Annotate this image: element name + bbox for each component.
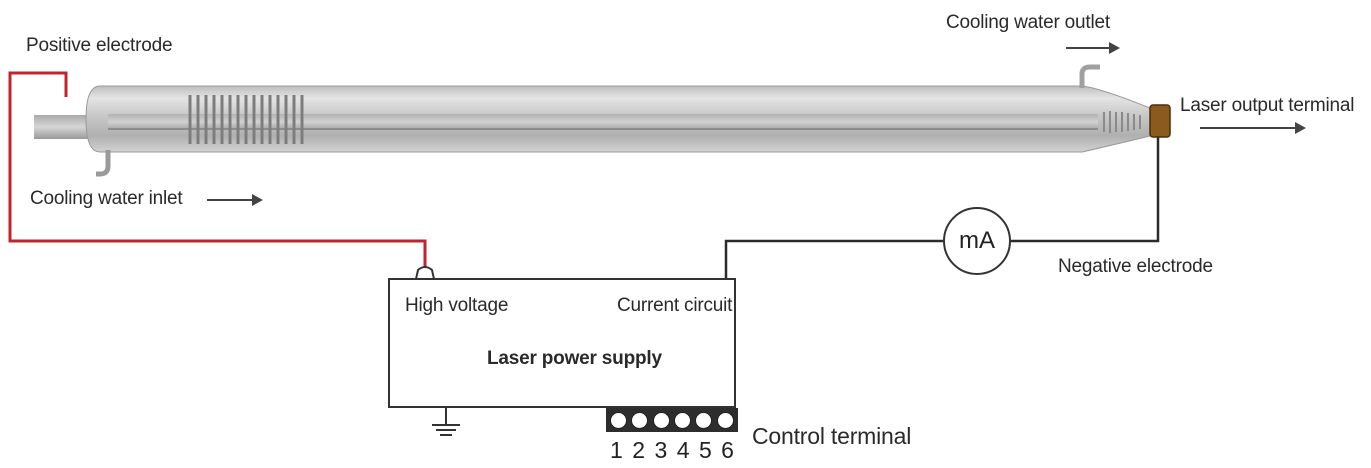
inlet-arrow-icon xyxy=(207,194,263,206)
high-voltage-connector xyxy=(414,266,436,280)
current-circuit-label: Current circuit xyxy=(617,295,733,316)
terminal-number: 3 xyxy=(654,437,668,463)
control-terminal-label: Control terminal xyxy=(752,423,912,449)
high-voltage-label: High voltage xyxy=(405,295,509,316)
outlet-arrow-icon xyxy=(1066,42,1120,54)
laser-output-terminal-label: Laser output terminal xyxy=(1180,95,1355,116)
current-circuit-wire xyxy=(724,239,943,279)
negative-electrode-wire xyxy=(1011,137,1160,243)
positive-electrode-label: Positive electrode xyxy=(26,35,173,56)
discharge-bore xyxy=(108,114,1098,130)
terminal-number: 4 xyxy=(676,437,690,463)
terminal-number: 6 xyxy=(721,437,734,463)
terminal-number: 5 xyxy=(698,437,712,463)
laser-output-arrow-icon xyxy=(1200,122,1306,134)
cooling-water-outlet-label: Cooling water outlet xyxy=(946,12,1110,33)
output-end-coil xyxy=(1103,111,1141,133)
control-terminal-block xyxy=(606,408,738,432)
high-voltage-wire xyxy=(8,71,427,270)
control-terminal-numbers: 1 2 3 4 5 6 xyxy=(610,437,734,464)
terminal-number: 1 xyxy=(610,437,623,463)
laser-power-supply-label: Laser power supply xyxy=(487,348,662,369)
control-terminal-pin xyxy=(695,411,713,429)
milliammeter: mA xyxy=(943,207,1011,275)
laser-power-supply-box xyxy=(388,278,736,408)
negative-electrode-label: Negative electrode xyxy=(1058,256,1213,277)
terminal-number: 2 xyxy=(632,437,646,463)
control-terminal-pin xyxy=(610,411,628,429)
milliammeter-label: mA xyxy=(959,227,995,254)
ground-icon xyxy=(432,408,460,436)
control-terminal-pin xyxy=(716,411,734,429)
output-lens xyxy=(1149,104,1171,138)
control-terminal-pin xyxy=(631,411,649,429)
control-terminal-pin xyxy=(674,411,692,429)
cooling-water-outlet-nozzle xyxy=(1079,64,1100,88)
cooling-water-inlet-label: Cooling water inlet xyxy=(30,188,183,209)
cooling-water-inlet-nozzle xyxy=(96,150,111,177)
gas-return-spiral xyxy=(188,95,304,144)
control-terminal-pin xyxy=(652,411,670,429)
